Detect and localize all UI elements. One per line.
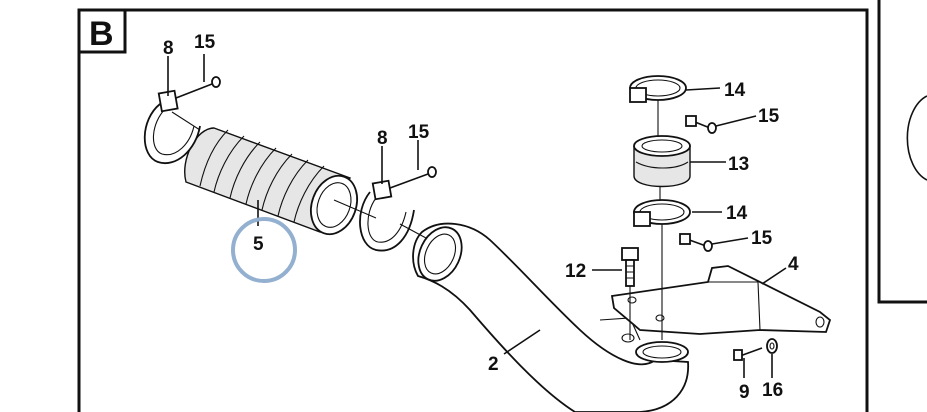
callout-4: 4 <box>788 254 799 275</box>
pipe-clamp-upper <box>629 75 717 134</box>
callout-14-lower: 14 <box>726 203 748 224</box>
flex-hose-part <box>184 127 358 236</box>
callout-8-left: 8 <box>163 38 174 59</box>
callout-2: 2 <box>488 354 499 375</box>
bracket-part <box>610 265 832 343</box>
callout-14-upper: 14 <box>724 80 746 101</box>
pipe-clamp-lower <box>633 199 713 252</box>
callout-15-left: 15 <box>194 32 216 53</box>
adjacent-panel <box>877 0 927 304</box>
bolt-part <box>621 247 639 287</box>
leader-lines <box>167 54 787 378</box>
callout-12: 12 <box>565 261 586 282</box>
screw-washer <box>733 338 778 361</box>
hose-clamp-right <box>359 166 437 252</box>
callout-13: 13 <box>728 154 749 175</box>
callout-15-right: 15 <box>408 122 430 143</box>
callout-15-lower: 15 <box>751 228 773 249</box>
section-label-box <box>77 8 127 54</box>
callout-8-right: 8 <box>377 128 388 149</box>
callout-9: 9 <box>739 382 750 403</box>
callout-labels: 8 15 8 15 5 14 15 13 14 15 12 4 2 9 16 <box>163 32 799 403</box>
diagram-frame <box>77 8 869 412</box>
section-letter: B <box>89 15 114 53</box>
callout-15-upper: 15 <box>758 106 780 127</box>
hose-clamp-left <box>143 76 221 165</box>
callout-5: 5 <box>253 234 264 255</box>
alignment-lines <box>171 100 663 340</box>
highlight-circle <box>231 217 297 283</box>
callout-16: 16 <box>762 380 783 401</box>
coupling-sleeve <box>633 135 691 188</box>
